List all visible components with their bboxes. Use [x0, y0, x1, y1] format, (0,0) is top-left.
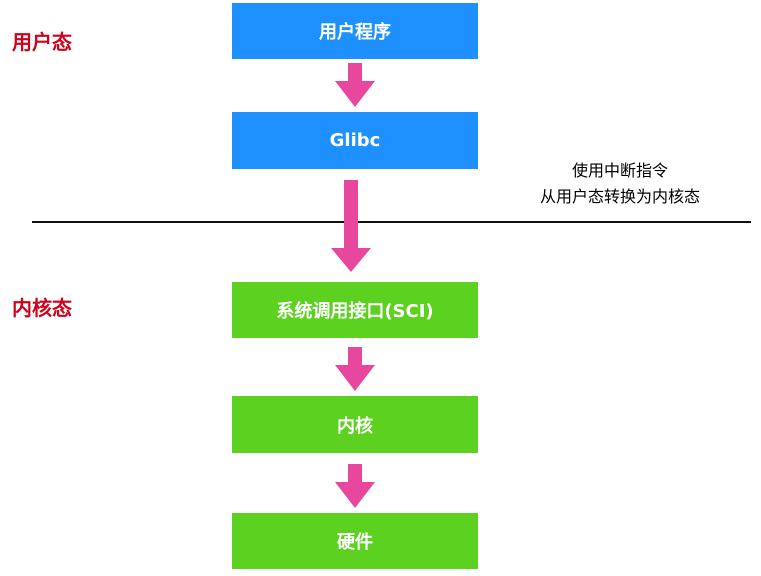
interrupt-note-line1: 使用中断指令 — [571, 161, 668, 180]
user-program-box: 用户程序 — [232, 3, 478, 59]
kernel-mode-label: 内核态 — [12, 296, 72, 320]
glibc-label: Glibc — [329, 130, 381, 151]
kernel-label: 内核 — [337, 415, 373, 437]
hardware-box: 硬件 — [232, 513, 478, 569]
arrow-kernel-to-hardware — [335, 464, 375, 508]
arrow-sci-to-kernel — [335, 347, 375, 391]
arrow-user-to-glibc — [335, 63, 375, 107]
arrow-glibc-to-sci — [331, 180, 371, 272]
glibc-box: Glibc — [232, 112, 478, 169]
sci-box: 系统调用接口(SCI) — [232, 282, 478, 338]
user-mode-label: 用户态 — [12, 30, 72, 54]
user-program-label: 用户程序 — [319, 22, 391, 43]
hardware-label: 硬件 — [337, 532, 373, 553]
interrupt-note: 使用中断指令 从用户态转换为内核态 — [500, 158, 740, 210]
interrupt-note-line2: 从用户态转换为内核态 — [539, 187, 700, 206]
kernel-box: 内核 — [232, 396, 478, 453]
sci-label: 系统调用接口(SCI) — [276, 301, 434, 322]
mode-divider-line — [32, 221, 751, 223]
